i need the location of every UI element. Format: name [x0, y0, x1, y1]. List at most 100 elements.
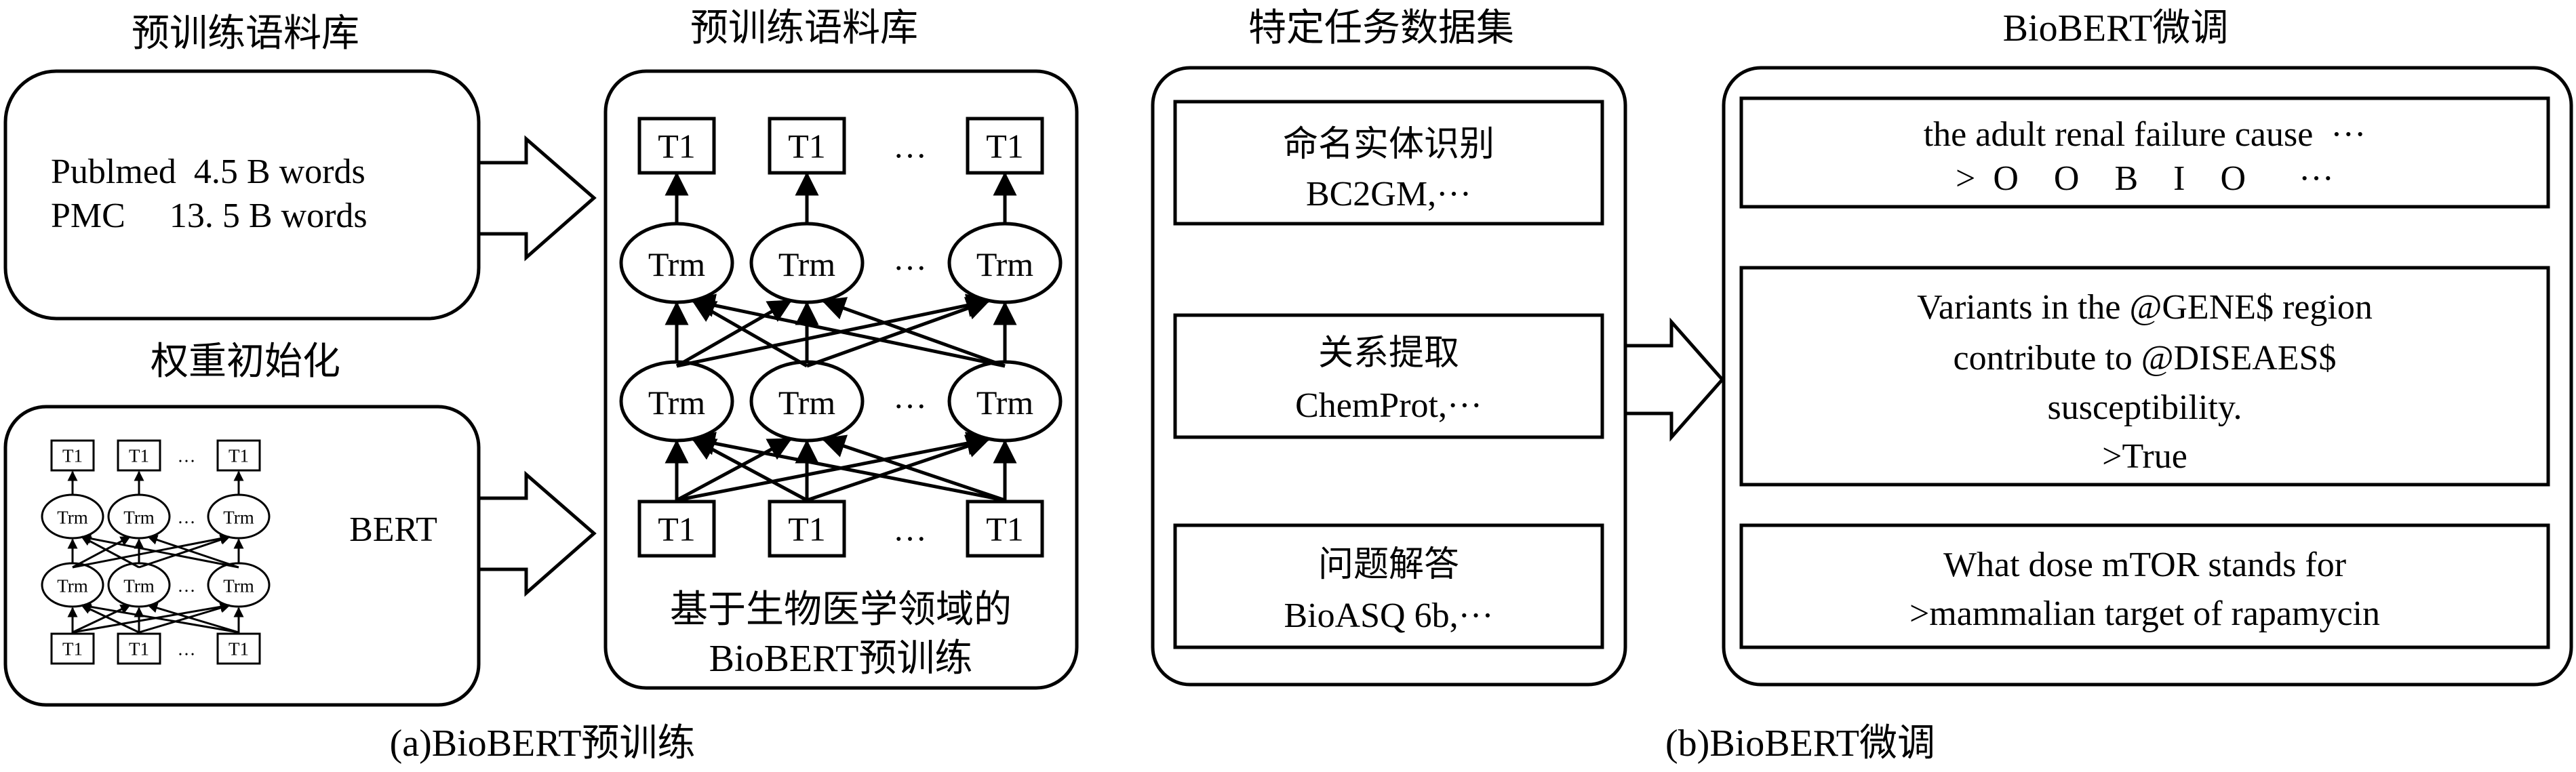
trm-label: Trm — [976, 384, 1033, 422]
panel-b: 特定任务数据集 命名实体识别 BC2GM,··· 关系提取 ChemProt,·… — [1151, 7, 2573, 765]
example-box-qa — [1739, 523, 2550, 649]
ellipsis: … — [178, 639, 196, 659]
cross-arrow — [691, 431, 1006, 502]
cross-arrow — [806, 297, 991, 368]
cross-arrow — [675, 437, 793, 502]
cross-arrow — [676, 431, 991, 502]
task-box-qa — [1173, 523, 1604, 649]
caption-b: (b)BioBERT微调 — [1665, 723, 1935, 765]
output-token-label: T1 — [62, 446, 83, 466]
ellipsis: … — [893, 510, 927, 548]
init-header: 权重初始化 — [151, 341, 340, 383]
cross-arrow — [81, 601, 239, 634]
input-token-label: T1 — [129, 639, 149, 659]
cross-arrow — [147, 535, 239, 569]
output-token-label: T1 — [788, 127, 826, 165]
input-token-label: T1 — [658, 510, 696, 548]
example-line: susceptibility. — [2048, 388, 2242, 427]
pretrain-caption-line-1: 基于生物医学领域的 — [670, 589, 1012, 631]
panel-a: 预训练语料库 权重初始化 预训练语料库 Publmed 4.5 B words … — [3, 7, 1079, 765]
cross-arrow — [72, 604, 131, 634]
output-token-box — [216, 439, 261, 472]
ellipsis: … — [893, 239, 927, 277]
ellipsis: … — [178, 507, 196, 527]
trm-label: Trm — [123, 576, 155, 596]
cross-arrow — [676, 293, 991, 368]
output-token-box — [966, 117, 1044, 175]
ellipsis: … — [178, 575, 196, 596]
cross-arrow — [138, 535, 231, 569]
pretrain-header: 预训练语料库 — [690, 7, 918, 49]
corpus-line-2: PMC 13. 5 B words — [51, 197, 368, 235]
bert-mini-network: T1TrmTrmT1T1TrmTrmT1T1TrmTrmT1………… — [41, 439, 271, 665]
biobert-network: T1TrmTrmT1T1TrmTrmT1T1TrmTrmT1………… — [619, 117, 1063, 558]
trm-label: Trm — [648, 384, 705, 422]
trm-label: Trm — [778, 245, 835, 283]
trm-label: Trm — [57, 576, 88, 596]
task-dataset: ChemProt,··· — [1295, 386, 1482, 425]
example-line: >True — [2102, 437, 2187, 476]
example-line: Variants in the @GENE$ region — [1917, 288, 2373, 327]
cross-arrow — [81, 533, 239, 569]
output-token-label: T1 — [658, 127, 696, 165]
input-token-box — [117, 632, 161, 665]
input-token-label: T1 — [788, 510, 826, 548]
example-line: the adult renal failure cause ··· — [1924, 115, 2366, 154]
task-name: 问题解答 — [1318, 546, 1459, 584]
ellipsis: … — [893, 378, 927, 415]
cross-arrow — [821, 297, 1006, 368]
corpus-header: 预训练语料库 — [132, 13, 359, 55]
task-dataset: BioASQ 6b,··· — [1284, 596, 1493, 635]
output-token-label: T1 — [129, 446, 149, 466]
trm-label: Trm — [57, 508, 88, 528]
cross-arrow — [72, 601, 231, 634]
input-token-label: T1 — [62, 639, 83, 659]
output-token-label: T1 — [229, 446, 249, 466]
trm-label: Trm — [223, 576, 254, 596]
pretrain-caption-line-2: BioBERT预训练 — [709, 638, 973, 680]
example-line: What dose mTOR stands for — [1943, 546, 2346, 584]
cross-arrow — [675, 299, 793, 368]
task-box-ner — [1173, 100, 1604, 226]
arrow-bert-to-biobert — [477, 470, 597, 597]
task-dataset: BC2GM,··· — [1306, 175, 1471, 214]
input-token-label: T1 — [229, 639, 249, 659]
input-token-box — [768, 500, 846, 558]
ellipsis: … — [178, 446, 196, 466]
corpus-box — [3, 69, 481, 321]
trm-label: Trm — [976, 245, 1033, 283]
example-line: >mammalian target of rapamycin — [1909, 594, 2380, 633]
trm-label: Trm — [223, 508, 254, 528]
arrow-tasks-to-finetune — [1623, 317, 1725, 442]
output-token-box — [117, 439, 161, 472]
input-token-label: T1 — [986, 510, 1024, 548]
ellipsis: … — [893, 127, 927, 165]
trm-label: Trm — [778, 384, 835, 422]
trm-label: Trm — [648, 245, 705, 283]
cross-arrow — [691, 293, 1006, 368]
corpus-line-1: Publmed 4.5 B words — [51, 153, 365, 191]
output-token-label: T1 — [986, 127, 1024, 165]
example-box-re — [1739, 266, 2550, 487]
arrow-corpus-to-biobert — [477, 135, 597, 262]
example-box-ner — [1739, 96, 2550, 209]
task-name: 命名实体识别 — [1283, 125, 1494, 164]
output-token-box — [50, 439, 95, 472]
task-name: 关系提取 — [1318, 334, 1459, 373]
task-box-re — [1173, 313, 1604, 439]
finetune-header: BioBERT微调 — [2003, 7, 2229, 49]
example-line: > O O B I O ··· — [1956, 159, 2334, 198]
cross-arrow — [147, 603, 239, 634]
task-header: 特定任务数据集 — [1248, 7, 1514, 49]
trm-label: Trm — [123, 508, 155, 528]
cross-arrow — [72, 533, 231, 569]
bert-label: BERT — [349, 510, 437, 549]
input-token-box — [216, 632, 261, 665]
cross-arrow — [821, 434, 1006, 502]
example-line: contribute to @DISEAES$ — [1954, 339, 2337, 378]
cross-arrow — [806, 434, 991, 502]
cross-arrow — [72, 535, 131, 569]
cross-arrow — [138, 603, 231, 634]
caption-a: (a)BioBERT预训练 — [390, 723, 696, 765]
